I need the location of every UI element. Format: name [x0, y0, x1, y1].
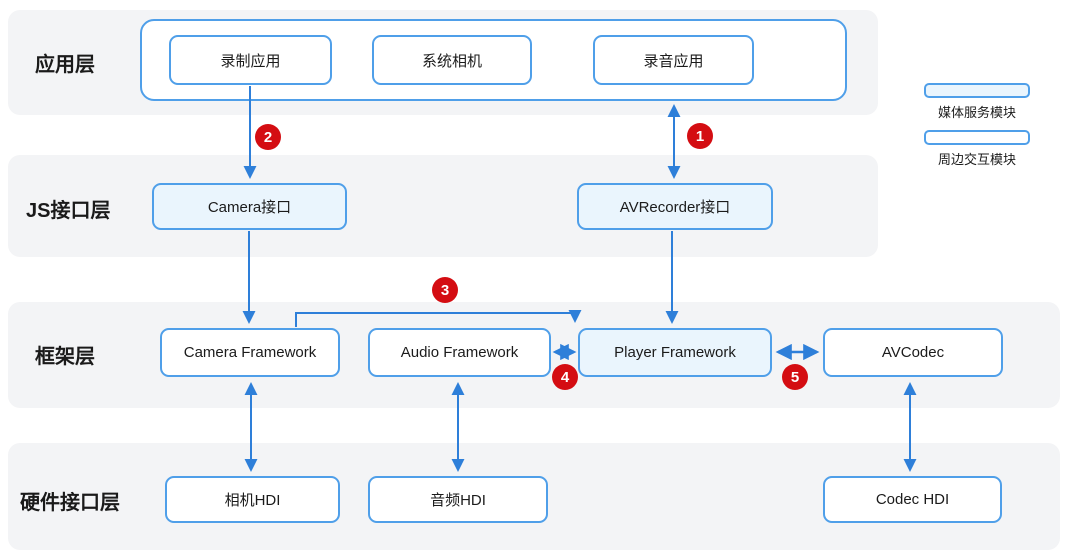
box-audio-framework: Audio Framework	[368, 328, 551, 377]
box-camera-framework: Camera Framework	[160, 328, 340, 377]
legend: 媒体服务模块 周边交互模块	[902, 83, 1052, 177]
box-player-framework-label: Player Framework	[614, 344, 736, 361]
box-player-framework: Player Framework	[578, 328, 772, 377]
box-recording-app: 录制应用	[169, 35, 332, 85]
box-avrecorder-api-label: AVRecorder接口	[619, 199, 731, 216]
badge-5-number: 5	[790, 368, 800, 386]
legend-swatch-peripheral-interaction	[924, 130, 1030, 145]
layer-label-hardware-interface: 硬件接口层	[20, 492, 120, 514]
layer-label-framework: 框架层	[35, 346, 95, 368]
box-audio-framework-label: Audio Framework	[400, 344, 519, 361]
box-audio-recording-app-label: 录音应用	[643, 52, 704, 70]
layer-label-js-interface: JS接口层	[26, 200, 111, 222]
badge-1-number: 1	[695, 127, 705, 145]
box-system-camera: 系统相机	[372, 35, 532, 85]
legend-label-media-service: 媒体服务模块	[937, 105, 1016, 120]
badge-2: 2	[255, 124, 281, 150]
badge-4-number: 4	[560, 368, 570, 386]
box-camera-api: Camera接口	[152, 183, 347, 230]
box-system-camera-label: 系统相机	[421, 52, 482, 70]
box-avcodec-label: AVCodec	[881, 344, 945, 361]
box-codec-hdi-label: Codec HDI	[875, 491, 950, 508]
box-audio-recording-app: 录音应用	[593, 35, 754, 85]
badge-2-number: 2	[263, 128, 273, 146]
badge-1: 1	[687, 123, 713, 149]
badge-3: 3	[432, 277, 458, 303]
legend-label-peripheral-interaction: 周边交互模块	[937, 152, 1016, 167]
box-camera-hdi: 相机HDI	[165, 476, 340, 523]
badge-5: 5	[782, 364, 808, 390]
box-camera-framework-label: Camera Framework	[183, 344, 317, 361]
box-camera-hdi-label: 相机HDI	[224, 492, 281, 509]
box-camera-api-label: Camera接口	[207, 199, 292, 216]
badge-4: 4	[552, 364, 578, 390]
application-apps-container: 录制应用 系统相机 录音应用	[140, 19, 847, 101]
box-avcodec: AVCodec	[823, 328, 1003, 377]
legend-swatch-media-service	[924, 83, 1030, 98]
box-audio-hdi-label: 音频HDI	[430, 492, 486, 509]
box-audio-hdi: 音频HDI	[368, 476, 548, 523]
badge-3-number: 3	[440, 281, 450, 299]
box-avrecorder-api: AVRecorder接口	[577, 183, 773, 230]
box-codec-hdi: Codec HDI	[823, 476, 1002, 523]
box-recording-app-label: 录制应用	[220, 52, 281, 70]
layer-label-application: 应用层	[35, 54, 95, 76]
